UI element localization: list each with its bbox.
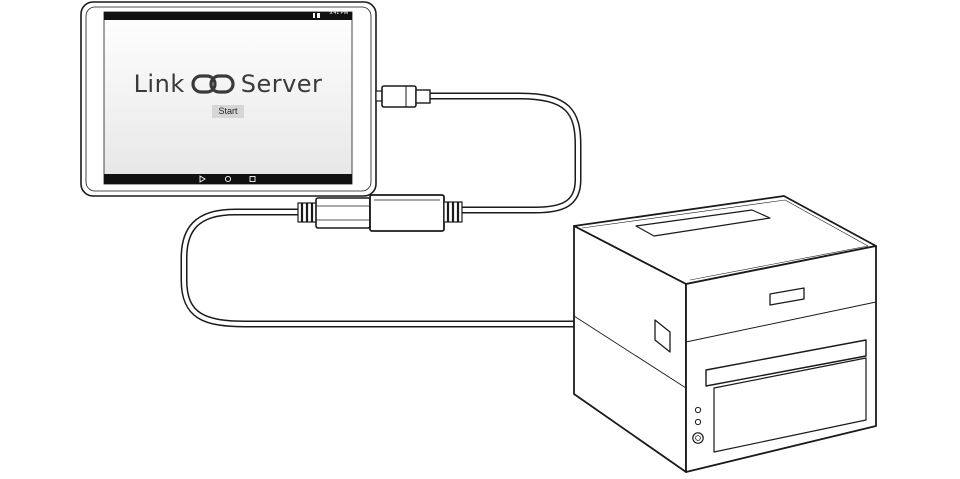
triangle-back-icon[interactable] <box>199 175 206 183</box>
app-title-left: Link <box>133 70 185 98</box>
printer-cover-button[interactable] <box>769 287 805 306</box>
printer-output-opening <box>705 339 867 387</box>
app-title-right: Server <box>240 70 323 98</box>
chain-link-icon <box>191 74 235 94</box>
square-recents-icon[interactable] <box>249 176 256 182</box>
printer-side-window <box>654 319 671 353</box>
printer-front-panel <box>713 357 867 453</box>
status-bar <box>104 12 352 20</box>
tablet <box>80 1 377 197</box>
upper-cable <box>426 92 582 214</box>
printer-indicator-light <box>694 418 702 426</box>
battery-icon <box>317 13 320 18</box>
status-time: 9:41 PM <box>329 10 348 16</box>
printer-indicator-light <box>694 406 702 414</box>
start-button[interactable]: Start <box>212 105 244 118</box>
tablet-usb-plug <box>375 85 431 108</box>
printer-top-slot <box>635 209 771 237</box>
navigation-bar <box>104 174 352 184</box>
signal-icon <box>313 13 315 18</box>
label-printer <box>573 195 877 473</box>
usb-adapter <box>297 194 463 232</box>
lower-cable <box>180 208 586 328</box>
circle-home-icon[interactable] <box>224 175 232 183</box>
app-title: Link Server <box>104 64 352 104</box>
